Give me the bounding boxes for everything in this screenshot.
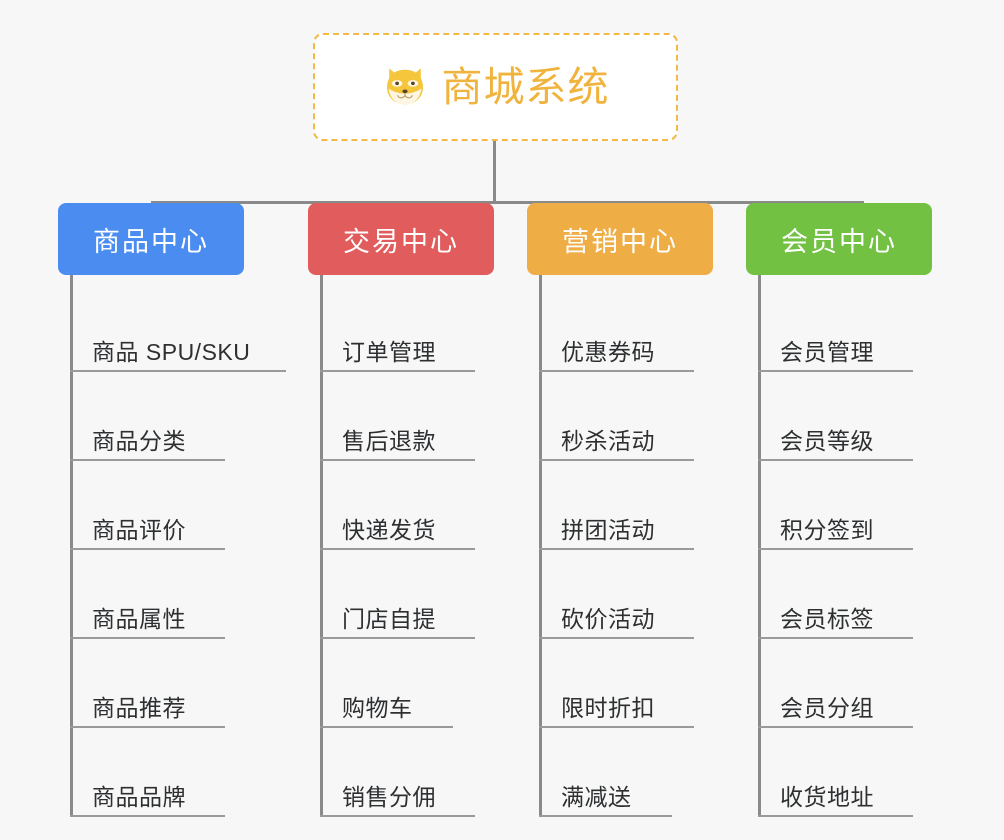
leaf-underline [758,548,913,550]
leaf-underline [539,548,694,550]
branch-column-member: 会员中心 会员管理 会员等级 积分签到 会员标签 会员分组 [746,203,966,817]
leaf-underline [70,726,225,728]
root-title: 商城系统 [441,63,610,110]
branch-trunk [320,275,323,817]
leaf-underline [539,370,694,372]
leaf-label: 会员等级 [780,428,874,454]
leaf-label: 快递发货 [342,517,436,543]
leaf-underline [539,459,694,461]
leaf-item[interactable]: 满减送 [527,728,747,817]
leaf-label: 销售分佣 [342,784,436,810]
leaf-item[interactable]: 快递发货 [308,461,528,550]
leaf-underline [539,637,694,639]
leaf-underline [70,815,225,817]
branch-leaf-list-trade: 订单管理 售后退款 快递发货 门店自提 购物车 销售分佣 [308,275,528,817]
branch-header-marketing[interactable]: 营销中心 [527,203,713,275]
leaf-label: 订单管理 [342,339,436,365]
root-node[interactable]: 商城系统 [313,33,678,141]
branch-header-trade[interactable]: 交易中心 [308,203,494,275]
leaf-item[interactable]: 商品属性 [58,550,308,639]
leaf-underline [758,370,913,372]
leaf-underline [320,726,453,728]
leaf-item[interactable]: 销售分佣 [308,728,528,817]
leaf-underline [320,637,475,639]
leaf-label: 商品 SPU/SKU [92,339,251,365]
leaf-item[interactable]: 商品分类 [58,372,308,461]
leaf-label: 会员管理 [780,339,874,365]
leaf-item[interactable]: 秒杀活动 [527,372,747,461]
branch-header-label: 营销中心 [562,226,678,257]
leaf-item[interactable]: 限时折扣 [527,639,747,728]
leaf-item[interactable]: 会员标签 [746,550,966,639]
leaf-underline [320,815,475,817]
leaf-label: 秒杀活动 [561,428,655,454]
leaf-item[interactable]: 会员管理 [746,283,966,372]
leaf-item[interactable]: 商品 SPU/SKU [58,283,308,372]
branch-trunk [758,275,761,817]
connector-root-stem [493,141,496,203]
leaf-item[interactable]: 优惠券码 [527,283,747,372]
leaf-underline [320,370,475,372]
leaf-item[interactable]: 商品推荐 [58,639,308,728]
leaf-item[interactable]: 售后退款 [308,372,528,461]
leaf-label: 商品属性 [92,606,186,632]
leaf-label: 优惠券码 [561,339,655,365]
leaf-label: 会员标签 [780,606,874,632]
leaf-underline [539,726,694,728]
leaf-underline [70,637,225,639]
leaf-underline [758,815,913,817]
branch-column-product: 商品中心 商品 SPU/SKU 商品分类 商品评价 商品属性 商品推 [58,203,308,817]
leaf-label: 拼团活动 [561,517,655,543]
branch-trunk [539,275,542,817]
leaf-item[interactable]: 订单管理 [308,283,528,372]
branch-trunk [70,275,73,817]
leaf-item[interactable]: 商品评价 [58,461,308,550]
leaf-underline [70,370,286,372]
leaf-label: 门店自提 [342,606,436,632]
leaf-item[interactable]: 收货地址 [746,728,966,817]
leaf-underline [758,637,913,639]
branch-header-member[interactable]: 会员中心 [746,203,932,275]
branch-header-label: 商品中心 [93,226,209,257]
branch-leaf-list-product: 商品 SPU/SKU 商品分类 商品评价 商品属性 商品推荐 商品品牌 [58,275,308,817]
leaf-label: 售后退款 [342,428,436,454]
branch-header-label: 会员中心 [781,226,897,257]
leaf-item[interactable]: 商品品牌 [58,728,308,817]
leaf-item[interactable]: 门店自提 [308,550,528,639]
leaf-label: 积分签到 [780,517,874,543]
leaf-label: 满减送 [561,784,632,810]
leaf-label: 商品推荐 [92,695,186,721]
connector-bus [151,201,864,204]
branch-header-product[interactable]: 商品中心 [58,203,244,275]
shiba-dog-icon [386,68,423,105]
leaf-item[interactable]: 会员分组 [746,639,966,728]
branch-header-label: 交易中心 [343,226,459,257]
leaf-underline [70,548,225,550]
leaf-item[interactable]: 购物车 [308,639,528,728]
branch-leaf-list-member: 会员管理 会员等级 积分签到 会员标签 会员分组 收货地址 [746,275,966,817]
leaf-label: 商品评价 [92,517,186,543]
leaf-label: 商品品牌 [92,784,186,810]
leaf-label: 限时折扣 [561,695,655,721]
leaf-label: 会员分组 [780,695,874,721]
leaf-underline [70,459,225,461]
branch-leaf-list-marketing: 优惠券码 秒杀活动 拼团活动 砍价活动 限时折扣 满减送 [527,275,747,817]
leaf-item[interactable]: 会员等级 [746,372,966,461]
leaf-underline [320,459,475,461]
leaf-label: 购物车 [342,695,413,721]
leaf-item[interactable]: 砍价活动 [527,550,747,639]
leaf-label: 收货地址 [780,784,874,810]
leaf-item[interactable]: 拼团活动 [527,461,747,550]
branch-column-marketing: 营销中心 优惠券码 秒杀活动 拼团活动 砍价活动 限时折扣 [527,203,747,817]
leaf-item[interactable]: 积分签到 [746,461,966,550]
leaf-underline [539,815,672,817]
leaf-underline [758,726,913,728]
leaf-label: 商品分类 [92,428,186,454]
leaf-underline [320,548,475,550]
leaf-underline [758,459,913,461]
branch-column-trade: 交易中心 订单管理 售后退款 快递发货 门店自提 购物车 [308,203,528,817]
leaf-label: 砍价活动 [561,606,655,632]
